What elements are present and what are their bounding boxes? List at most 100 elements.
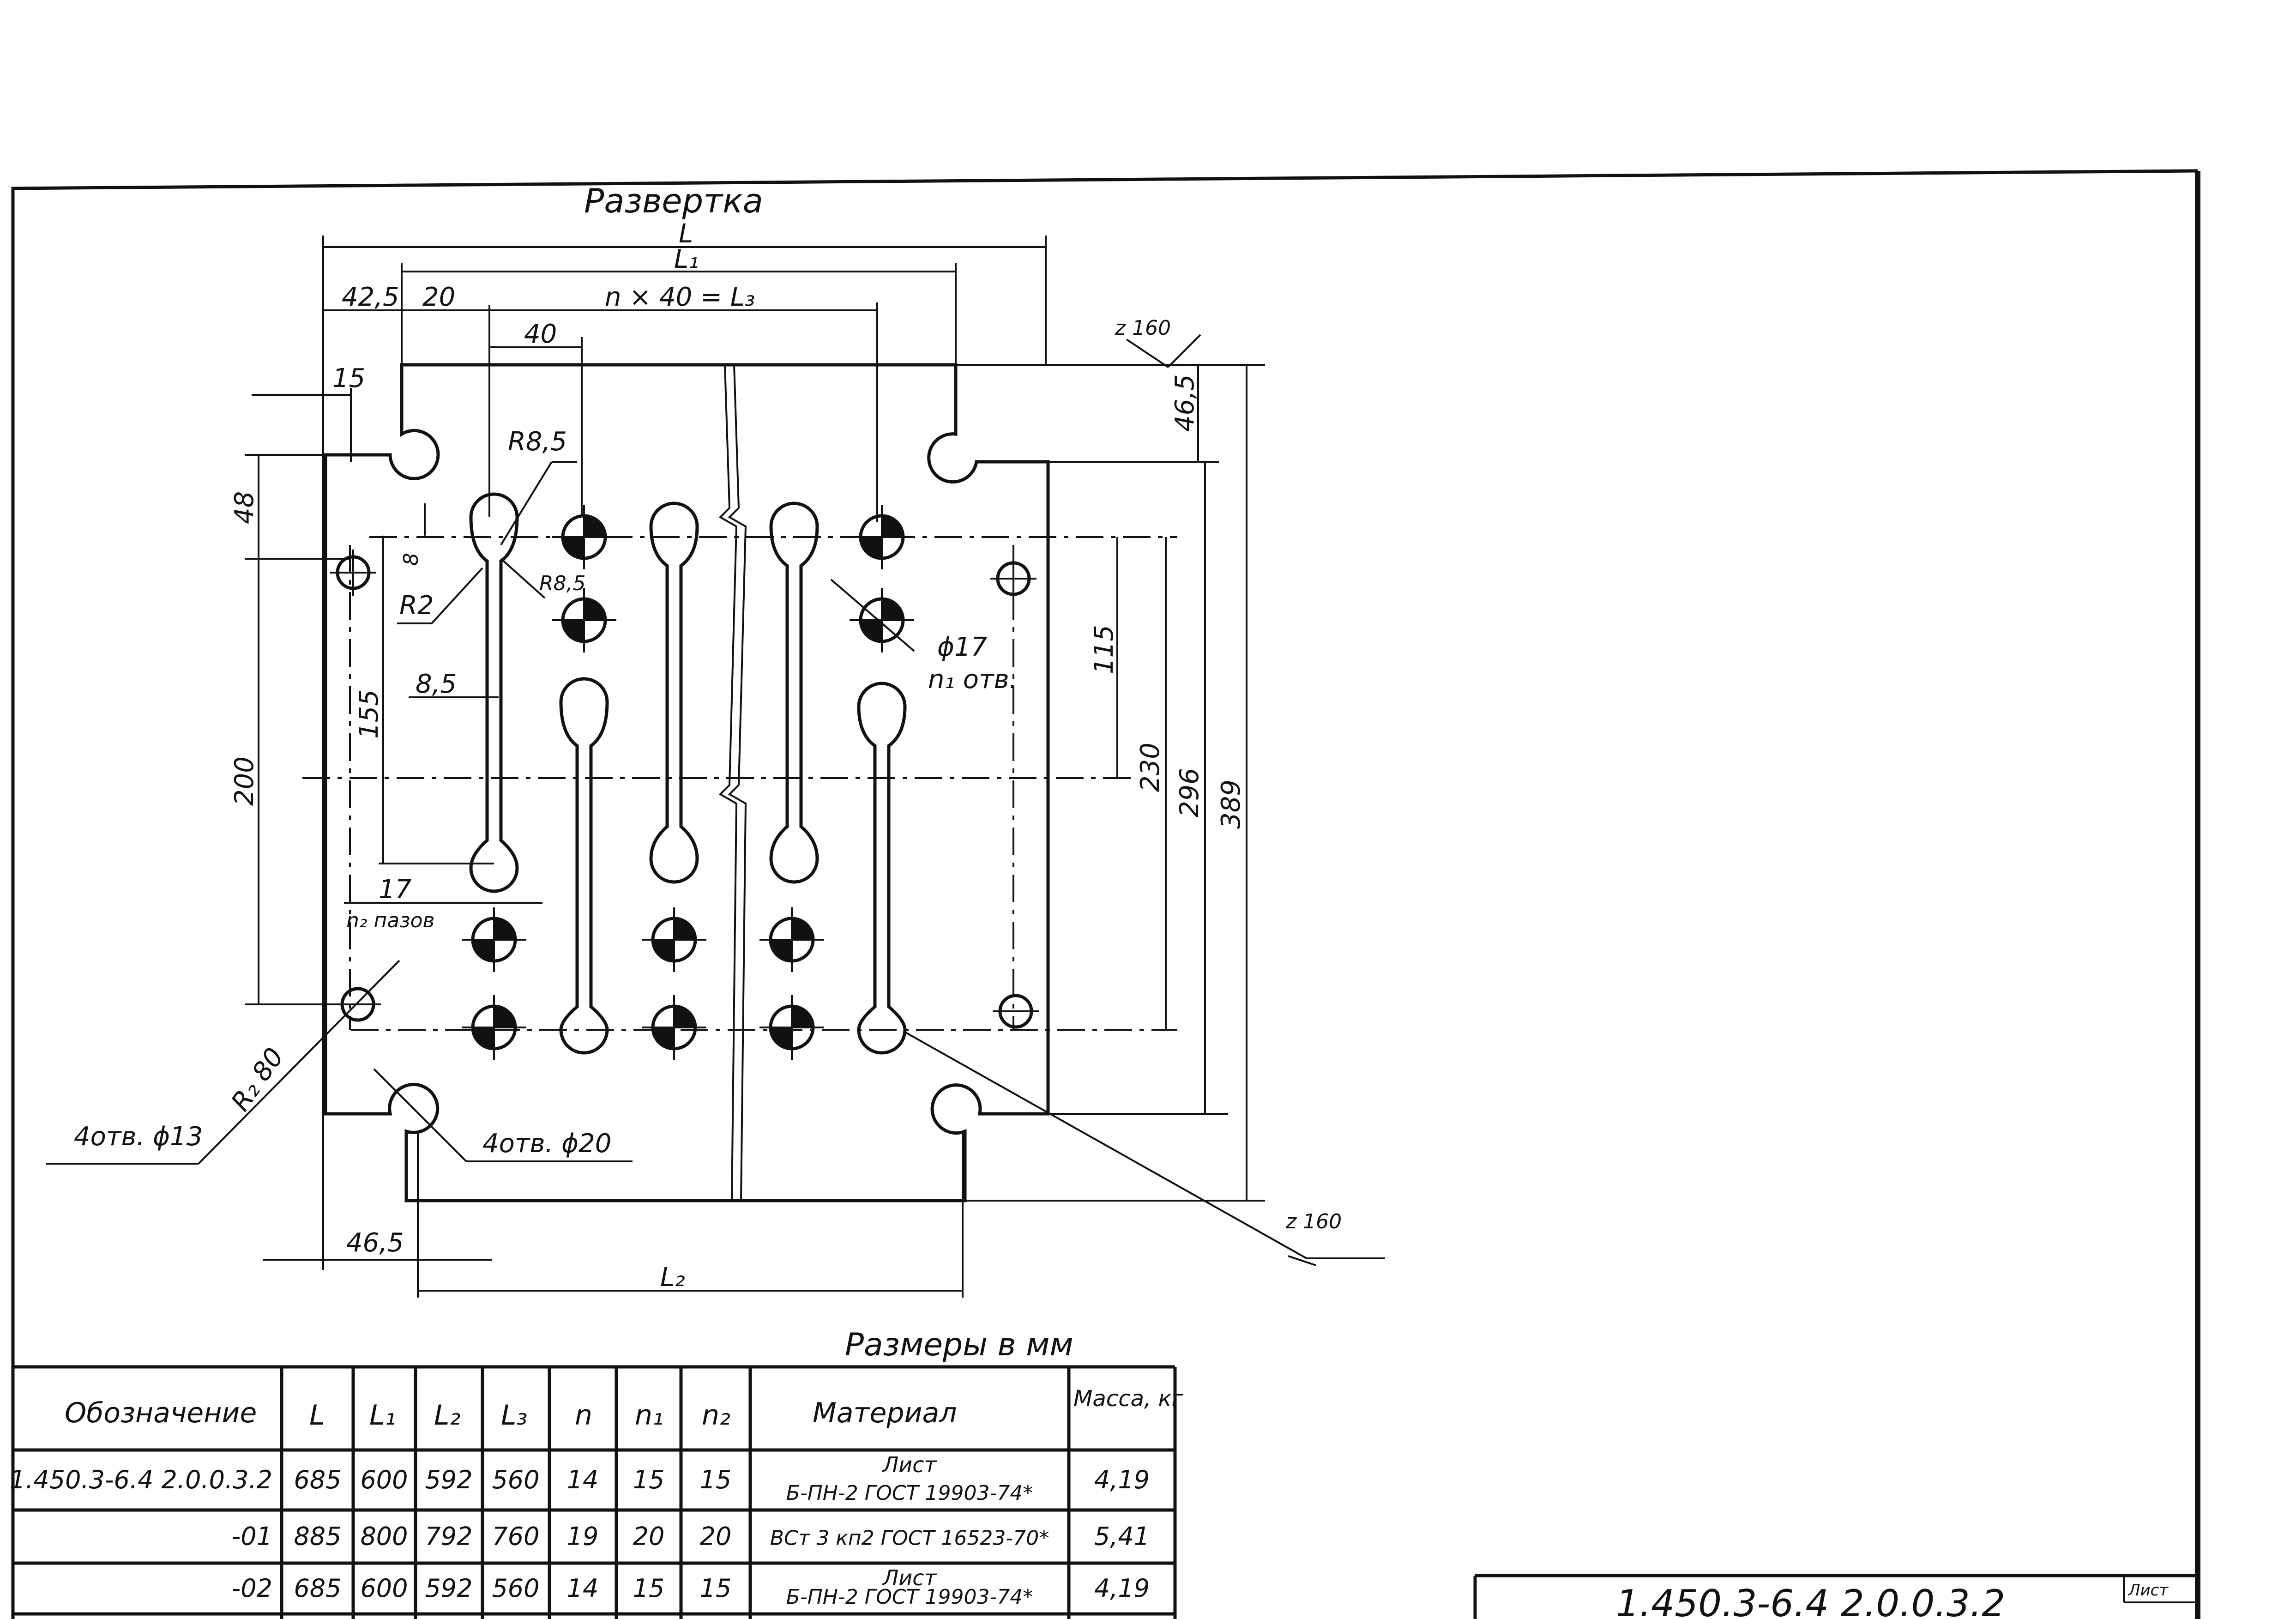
table-cell-L2: 592 xyxy=(425,1465,472,1494)
table-cell-n1: 20 xyxy=(633,1522,665,1551)
part-outline xyxy=(324,363,1050,1202)
dim-slot-count: n₂ пазов xyxy=(346,909,435,932)
th-designation: Обозначение xyxy=(65,1397,257,1429)
title-block-code: 1.450.3-6.4 2.0.0.3.2 xyxy=(1616,1582,2005,1619)
hole-17 xyxy=(759,907,824,972)
dim-r8-5-top: R8,5 xyxy=(508,427,567,457)
table-cell-n1: 15 xyxy=(633,1574,665,1603)
slot xyxy=(559,677,609,1055)
hole-17 xyxy=(462,907,526,972)
dimension-lines xyxy=(46,236,1385,1298)
table-cell-L2: 592 xyxy=(425,1574,472,1603)
table-cell-L3: 760 xyxy=(492,1522,539,1551)
dim-L1: L₁ xyxy=(674,244,699,274)
hole-17 xyxy=(759,995,824,1060)
table-cell-material: ВСт 3 кп2 ГОСТ 16523-70* xyxy=(770,1527,1049,1550)
hole-17 xyxy=(642,995,706,1060)
dim-20: 20 xyxy=(422,282,455,312)
slot xyxy=(769,501,819,884)
holes-13 xyxy=(330,550,1039,1029)
dim-r8-5-side: R8,5 xyxy=(539,572,586,595)
th-mass: Масса, кг xyxy=(1073,1386,1184,1412)
table-cell-designation: -01 xyxy=(232,1522,272,1551)
dim-hole17-dia: ϕ17 xyxy=(937,632,988,662)
table-cell-L1: 600 xyxy=(360,1574,408,1603)
table-cell-n2: 15 xyxy=(700,1574,732,1603)
table-cell-L3: 560 xyxy=(492,1465,539,1494)
th-L2: L₂ xyxy=(434,1399,460,1432)
dim-r2-80: R₂ 80 xyxy=(225,1043,290,1117)
dim-L: L xyxy=(679,219,693,249)
table-cell-mass: 5,41 xyxy=(1094,1522,1150,1551)
dim-40: 40 xyxy=(524,319,557,349)
dim-296: 296 xyxy=(1175,768,1205,817)
dim-holes20: 4отв. ϕ20 xyxy=(482,1129,611,1159)
title-block-sheet-label: Лист xyxy=(2127,1581,2169,1600)
hole-17 xyxy=(850,588,914,652)
table-cell-L1: 600 xyxy=(360,1465,408,1494)
hole-17 xyxy=(552,588,616,652)
table-cell-material: Б-ПН-2 ГОСТ 19903-74* xyxy=(786,1585,1033,1609)
table-cell-mass: 4,19 xyxy=(1094,1574,1150,1603)
dim-8: 8 xyxy=(399,553,423,566)
th-n: n xyxy=(575,1399,592,1432)
table-cell-material-top: Лист xyxy=(882,1565,937,1590)
th-material: Материал xyxy=(813,1397,957,1429)
dim-15: 15 xyxy=(332,363,365,393)
sheet-frame xyxy=(11,169,2200,1619)
th-n2: n₂ xyxy=(702,1399,730,1432)
table-cell-n: 14 xyxy=(567,1465,599,1494)
dim-8-5: 8,5 xyxy=(416,669,457,699)
hole-17 xyxy=(642,907,706,972)
holes-17 xyxy=(462,505,914,1060)
dim-L2: L₂ xyxy=(660,1263,685,1293)
th-L3: L₃ xyxy=(501,1399,527,1432)
slot xyxy=(857,682,907,1055)
dim-230: 230 xyxy=(1135,743,1165,792)
dim-slot-width: 17 xyxy=(379,875,412,905)
th-n1: n₁ xyxy=(635,1399,663,1432)
table-cell-designation: 1.450.3-6.4 2.0.0.3.2 xyxy=(10,1465,272,1494)
table-cell-n: 14 xyxy=(567,1574,599,1603)
slots xyxy=(469,492,907,1055)
hole-17 xyxy=(850,505,914,569)
dimension-texts: Развертка L L₁ n × 40 = L₃ 42,5 20 40 15… xyxy=(74,181,1342,1363)
table-cell-L3: 560 xyxy=(492,1574,539,1603)
table-cell-L: 685 xyxy=(294,1465,341,1494)
dim-115: 115 xyxy=(1089,625,1119,674)
th-L1: L₁ xyxy=(369,1399,396,1432)
dim-holes13: 4отв. ϕ13 xyxy=(74,1122,203,1152)
slot xyxy=(469,492,519,893)
table-cell-n: 19 xyxy=(567,1522,599,1551)
hole-17 xyxy=(552,505,616,569)
dim-155: 155 xyxy=(354,689,384,739)
dim-r2: R2 xyxy=(399,591,434,621)
th-L: L xyxy=(309,1399,325,1432)
dim-hole17-count: n₁ отв. xyxy=(928,665,1017,695)
table-cell-L1: 800 xyxy=(360,1522,408,1551)
spec-table: Обозначение L L₁ L₂ L₃ n n₁ n₂ Материал … xyxy=(10,1365,1184,1619)
table-cell-n1: 15 xyxy=(633,1465,665,1494)
dim-42-5: 42,5 xyxy=(342,282,399,312)
dim-46-5-right: 46,5 xyxy=(1170,374,1200,432)
table-cell-designation: -02 xyxy=(232,1574,272,1603)
dim-200: 200 xyxy=(229,756,259,806)
table-cell-material-top: Лист xyxy=(882,1452,937,1477)
table-cell-mass: 4,19 xyxy=(1094,1465,1150,1494)
dim-pitch: n × 40 = L₃ xyxy=(605,282,755,312)
table-cell-n2: 20 xyxy=(700,1522,732,1551)
table-cell-L: 685 xyxy=(294,1574,341,1603)
hole-17 xyxy=(462,995,526,1060)
centre-lines xyxy=(302,536,1177,1031)
dim-48: 48 xyxy=(229,491,259,524)
rough-top: z 160 xyxy=(1115,316,1171,340)
units-note: Размеры в мм xyxy=(845,1327,1073,1363)
view-title: Развертка xyxy=(584,181,763,220)
table-cell-L2: 792 xyxy=(425,1522,472,1551)
dim-389: 389 xyxy=(1216,779,1246,829)
table-cell-material: Б-ПН-2 ГОСТ 19903-74* xyxy=(786,1481,1033,1505)
